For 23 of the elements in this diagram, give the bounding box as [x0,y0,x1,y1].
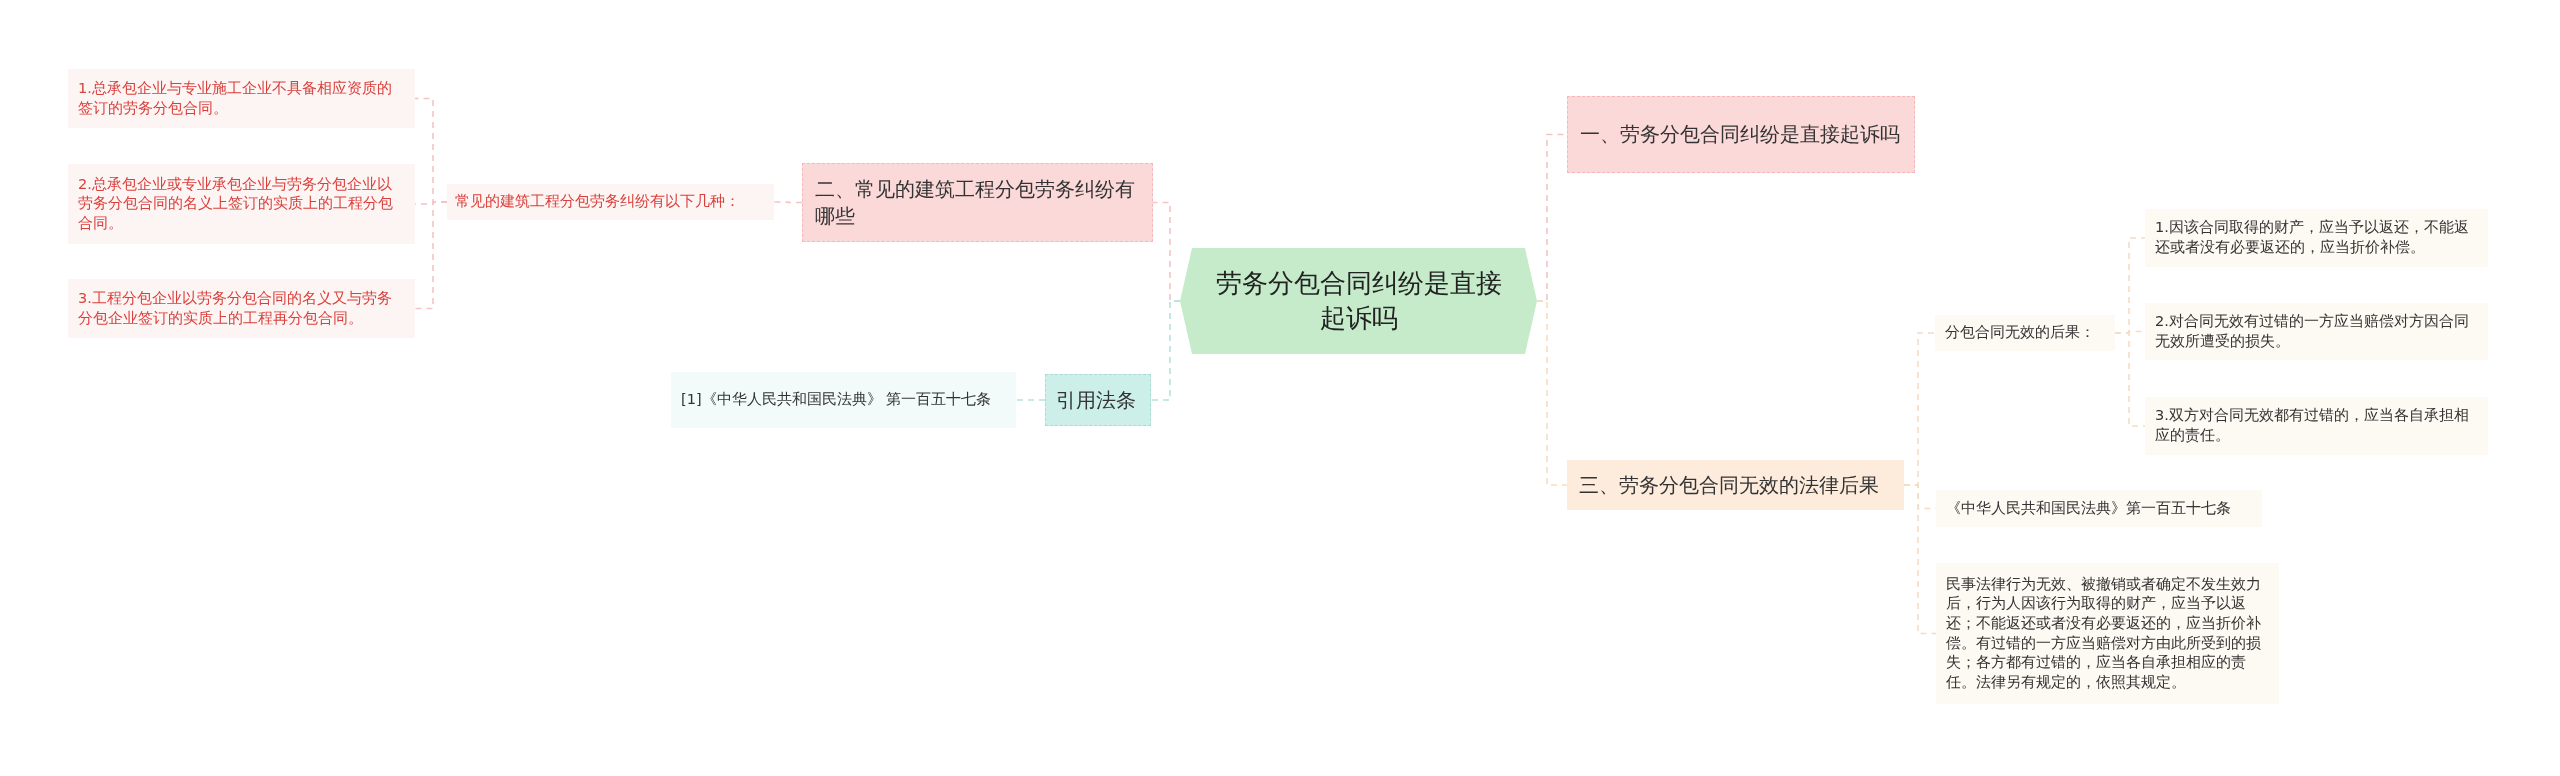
connector-line [773,201,803,204]
connector-line [1015,399,1046,401]
subtopic-box: 分包合同无效的后果： [1935,315,2115,351]
subtopic-box: 1.总承包企业与专业施工企业不具备相应资质的签订的劳务分包合同。 [68,69,415,128]
subtopic-box: 1.因该合同取得的财产，应当予以返还，不能返还或者没有必要返还的，应当折价补偿。 [2145,209,2488,267]
subtopic-box: 2.对合同无效有过错的一方应当赔偿对方因合同无效所遭受的损失。 [2145,303,2488,360]
subtopic-box: 2.总承包企业或专业承包企业与劳务分包企业以劳务分包合同的名义上签订的实质上的工程分包合同。 [68,164,415,244]
subtopic-box: 《中华人民共和国民法典》第一百五十七条 [1936,490,2262,527]
subtopic-box: 3.双方对合同无效都有过错的，应当各自承担相应的责任。 [2145,397,2488,455]
topic-box: 引用法条 [1045,374,1151,426]
subtopic-box: [1]《中华人民共和国民法典》 第一百五十七条 [671,372,1016,428]
connector-line [2114,332,2146,427]
connector-line [414,201,448,310]
connector-line [1903,484,1937,635]
connector-line [1150,300,1181,401]
subtopic-box: 3.工程分包企业以劳务分包合同的名义又与劳务分包企业签订的实质上的工程再分包合同。 [68,279,415,338]
subtopic-box: 民事法律行为无效、被撤销或者确定不发生效力后，行为人因该行为取得的财产，应当予以返还；不能返还或者没有必要返还的，应当折价补偿。有过错的一方应当赔偿对方由此所受到的损失；各方都有过错的，应当各自承担相应的责任。法律另有规定的，依照其规定。 [1936,563,2279,704]
topic-box: 三、劳务分包合同无效的法律后果 [1567,460,1904,510]
topic-box: 二、常见的建筑工程分包劳务纠纷有哪些 [802,163,1153,242]
topic-box: 一、劳务分包合同纠纷是直接起诉吗 [1567,96,1915,173]
subtopic-box: 常见的建筑工程分包劳务纠纷有以下几种： [447,184,774,220]
topic-hexagon: 劳务分包合同纠纷是直接起诉吗 [1180,248,1537,354]
connector-line [1536,300,1568,486]
